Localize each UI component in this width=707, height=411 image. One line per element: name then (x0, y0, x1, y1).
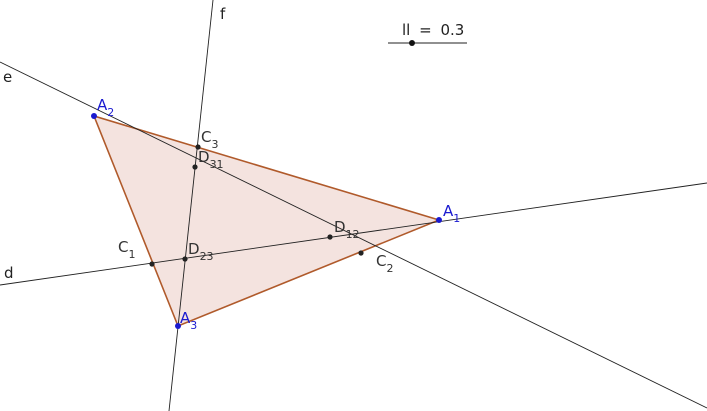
vertex-a3[interactable] (175, 323, 181, 329)
label-c3: C3 (201, 128, 218, 151)
label-a2: A2 (97, 96, 114, 119)
point-d31[interactable] (192, 164, 198, 170)
slider-knob[interactable] (409, 40, 415, 46)
label-c2: C2 (376, 252, 393, 275)
point-d12[interactable] (327, 234, 333, 240)
line-e-label: e (3, 68, 12, 86)
line-d-label: d (4, 264, 14, 282)
vertex-a2[interactable] (91, 113, 97, 119)
label-d31: D31 (198, 148, 224, 171)
triangle-a1a2a3[interactable] (92, 114, 442, 328)
line-f[interactable] (168, 0, 214, 411)
slider-ll[interactable]: ll = 0.3 (388, 21, 467, 46)
line-e[interactable] (0, 61, 707, 409)
label-d23: D23 (188, 240, 214, 263)
line-f-label: f (220, 5, 226, 23)
line-d[interactable] (0, 182, 707, 286)
slider-label: ll = 0.3 (402, 21, 464, 39)
label-c1: C1 (118, 238, 135, 261)
label-a1: A1 (443, 202, 460, 225)
label-a3: A3 (180, 309, 197, 332)
point-c1[interactable] (149, 261, 155, 267)
point-c2[interactable] (358, 250, 364, 256)
vertex-a1[interactable] (436, 217, 442, 223)
point-c3[interactable] (195, 144, 201, 150)
point-d23[interactable] (182, 256, 188, 262)
label-d12: D12 (334, 218, 360, 241)
